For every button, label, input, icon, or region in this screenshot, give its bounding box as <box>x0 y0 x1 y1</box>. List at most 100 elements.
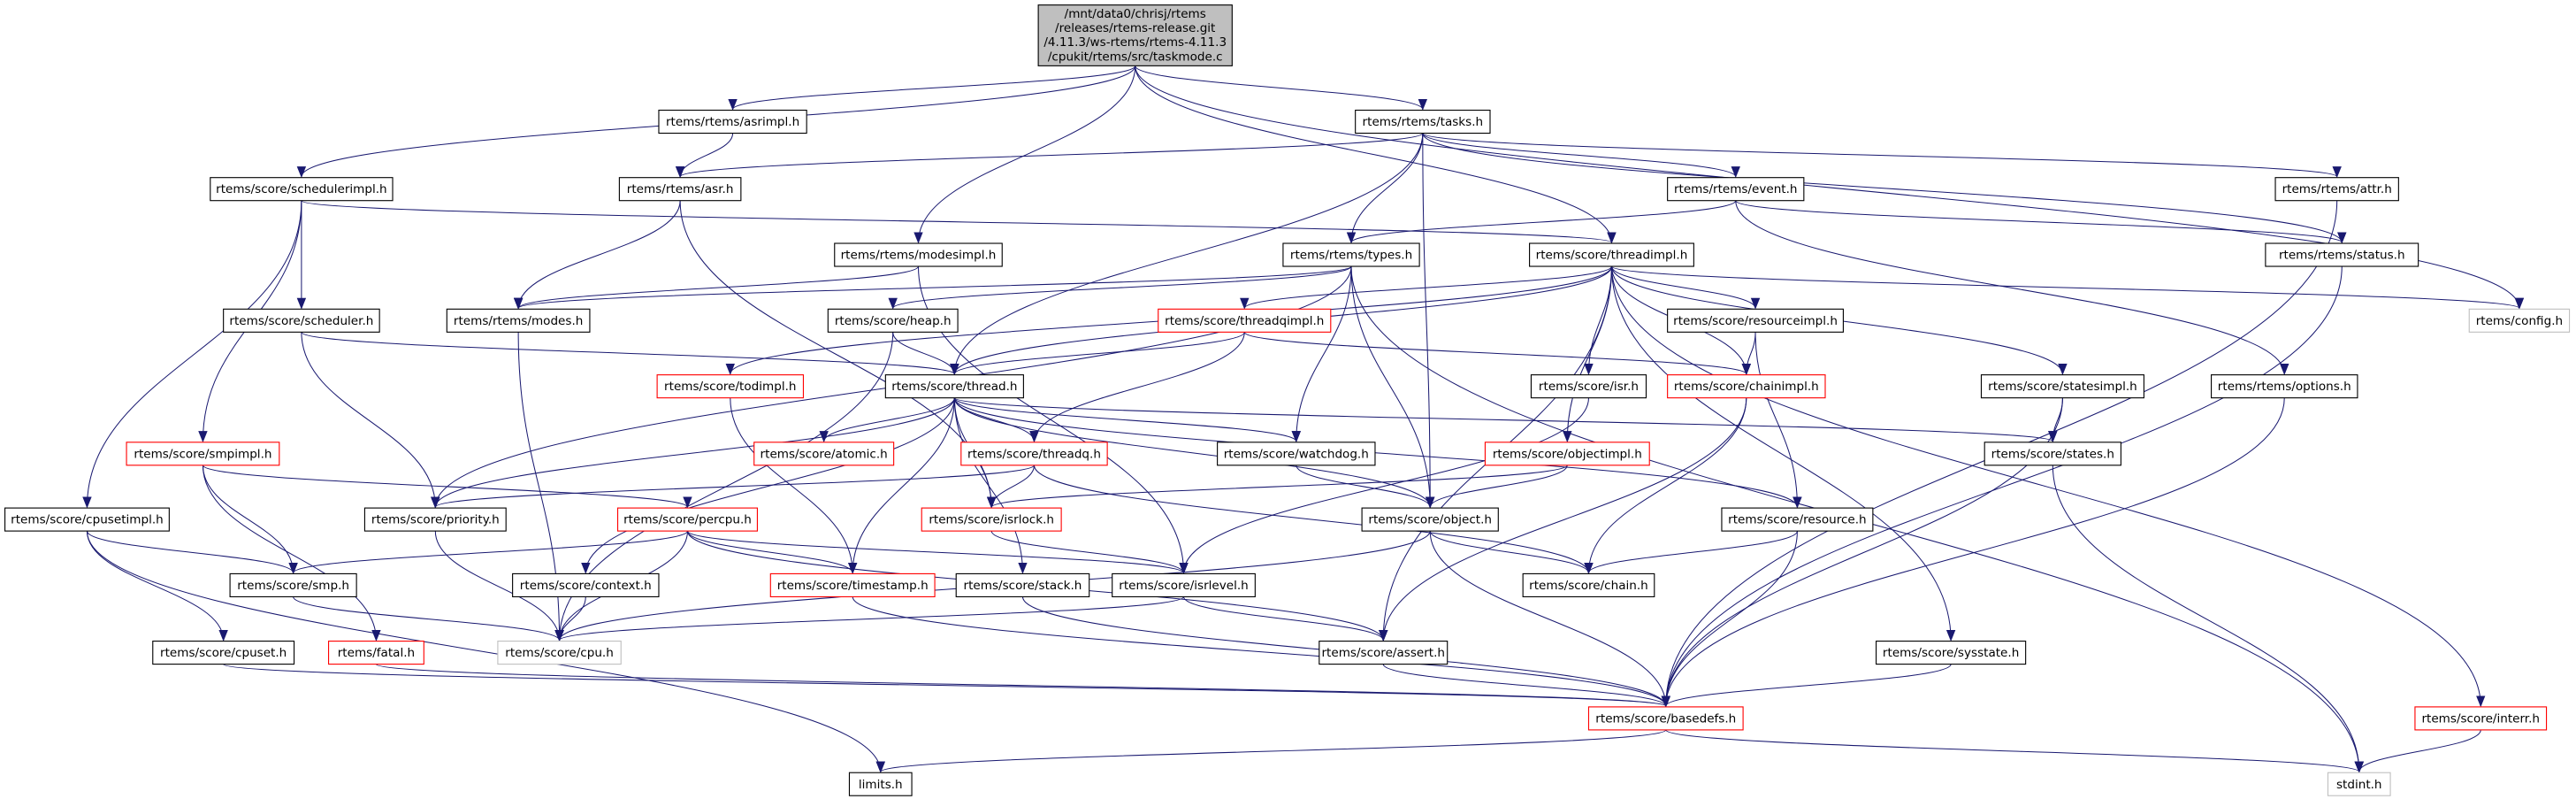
node-box[interactable] <box>229 572 357 597</box>
node-label[interactable]: rtems/score/objectimpl.h <box>1493 447 1642 461</box>
node-label[interactable]: rtems/score/threadqimpl.h <box>1165 314 1324 328</box>
node-box[interactable] <box>848 772 913 796</box>
node-label[interactable]: rtems/score/sysstate.h <box>1883 646 2019 660</box>
node-modes[interactable]: rtems/rtems/modes.h <box>446 308 591 333</box>
node-box[interactable] <box>2327 772 2391 796</box>
node-box[interactable] <box>1217 442 1376 466</box>
node-box[interactable] <box>658 109 807 134</box>
node-box[interactable] <box>2414 706 2548 731</box>
node-todimpl[interactable]: rtems/score/todimpl.h <box>656 374 805 399</box>
node-label[interactable]: rtems/rtems/tasks.h <box>1363 115 1484 129</box>
node-smpimpl[interactable]: rtems/score/smpimpl.h <box>126 442 280 466</box>
node-label[interactable]: rtems/score/smp.h <box>237 579 349 593</box>
node-label[interactable]: rtems/score/cpuset.h <box>160 646 287 660</box>
node-label[interactable]: rtems/score/resourceimpl.h <box>1673 314 1838 328</box>
node-resourceimpl[interactable]: rtems/score/resourceimpl.h <box>1667 308 1844 333</box>
node-box[interactable] <box>1980 374 2144 399</box>
node-box[interactable] <box>1282 242 1420 267</box>
node-box[interactable] <box>955 572 1090 597</box>
node-label[interactable]: rtems/score/isr.h <box>1539 380 1639 394</box>
node-box[interactable] <box>753 442 895 466</box>
node-box[interactable] <box>512 572 660 597</box>
node-isr[interactable]: rtems/score/isr.h <box>1530 374 1647 399</box>
node-label[interactable]: rtems/score/schedulerimpl.h <box>216 182 387 196</box>
node-box[interactable] <box>1667 374 1826 399</box>
node-objectimpl[interactable]: rtems/score/objectimpl.h <box>1484 442 1650 466</box>
node-label[interactable]: rtems/score/percpu.h <box>623 513 752 527</box>
node-box[interactable] <box>4 507 170 532</box>
node-threadimpl[interactable]: rtems/score/threadimpl.h <box>1529 242 1694 267</box>
node-cpusetimpl[interactable]: rtems/score/cpusetimpl.h <box>4 507 170 532</box>
node-box[interactable] <box>2274 177 2399 202</box>
node-percpu[interactable]: rtems/score/percpu.h <box>616 507 758 532</box>
node-box[interactable] <box>223 308 380 333</box>
node-modesimpl[interactable]: rtems/rtems/modesimpl.h <box>834 242 1003 267</box>
node-label[interactable]: rtems/rtems/modesimpl.h <box>841 249 997 263</box>
node-label[interactable]: rtems/score/object.h <box>1368 513 1492 527</box>
node-box[interactable] <box>1158 308 1332 333</box>
node-box[interactable] <box>2211 374 2358 399</box>
node-box[interactable] <box>921 507 1062 532</box>
node-interr[interactable]: rtems/score/interr.h <box>2414 706 2548 731</box>
node-box[interactable] <box>1355 109 1491 134</box>
node-label[interactable]: rtems/score/priority.h <box>371 513 500 527</box>
node-label[interactable]: rtems/score/cpusetimpl.h <box>11 513 164 527</box>
node-label[interactable]: rtems/score/chainimpl.h <box>1674 380 1819 394</box>
node-box[interactable] <box>1361 507 1499 532</box>
node-box[interactable] <box>2265 242 2419 267</box>
node-box[interactable] <box>884 374 1024 399</box>
node-box[interactable] <box>1667 177 1805 202</box>
node-heap[interactable]: rtems/score/heap.h <box>827 308 959 333</box>
node-threadqimpl[interactable]: rtems/score/threadqimpl.h <box>1158 308 1332 333</box>
node-box[interactable] <box>960 442 1108 466</box>
node-states[interactable]: rtems/score/states.h <box>1984 442 2121 466</box>
node-label[interactable]: stdint.h <box>2336 778 2382 792</box>
node-label[interactable]: limits.h <box>859 778 903 792</box>
node-label[interactable]: rtems/score/timestamp.h <box>777 579 929 593</box>
node-label[interactable]: rtems/score/threadq.h <box>967 447 1101 461</box>
node-box[interactable] <box>769 572 936 597</box>
node-tasks[interactable]: rtems/rtems/tasks.h <box>1355 109 1491 134</box>
node-label[interactable]: rtems/score/assert.h <box>1321 646 1445 660</box>
node-cpuset[interactable]: rtems/score/cpuset.h <box>152 641 295 665</box>
node-box[interactable] <box>1667 308 1844 333</box>
node-label[interactable]: rtems/score/cpu.h <box>505 646 614 660</box>
node-label[interactable]: rtems/score/watchdog.h <box>1224 447 1369 461</box>
node-label[interactable]: rtems/score/threadimpl.h <box>1536 249 1688 263</box>
node-chain[interactable]: rtems/score/chain.h <box>1522 572 1655 597</box>
node-context[interactable]: rtems/score/context.h <box>512 572 660 597</box>
node-status[interactable]: rtems/rtems/status.h <box>2265 242 2419 267</box>
node-label[interactable]: rtems/score/basedefs.h <box>1595 711 1736 726</box>
node-chainimpl[interactable]: rtems/score/chainimpl.h <box>1667 374 1826 399</box>
node-label[interactable]: rtems/score/stack.h <box>964 579 1082 593</box>
node-event[interactable]: rtems/rtems/event.h <box>1667 177 1805 202</box>
node-box[interactable] <box>1112 572 1256 597</box>
node-basedefs[interactable]: rtems/score/basedefs.h <box>1587 706 1744 731</box>
node-watchdog[interactable]: rtems/score/watchdog.h <box>1217 442 1376 466</box>
node-label[interactable]: rtems/score/thread.h <box>891 380 1017 394</box>
node-box[interactable] <box>1876 641 2027 665</box>
node-box[interactable] <box>618 177 742 202</box>
node-label[interactable]: rtems/score/chain.h <box>1529 579 1648 593</box>
node-label[interactable]: rtems/config.h <box>2476 314 2563 328</box>
node-object[interactable]: rtems/score/object.h <box>1361 507 1499 532</box>
node-stdint[interactable]: stdint.h <box>2327 772 2391 796</box>
node-box[interactable] <box>363 507 507 532</box>
node-box[interactable] <box>1484 442 1650 466</box>
node-sysstate[interactable]: rtems/score/sysstate.h <box>1876 641 2027 665</box>
node-asrimpl[interactable]: rtems/rtems/asrimpl.h <box>658 109 807 134</box>
node-label[interactable]: rtems/score/context.h <box>520 579 652 593</box>
node-box[interactable] <box>152 641 295 665</box>
node-label[interactable]: rtems/score/states.h <box>1991 447 2114 461</box>
node-box[interactable] <box>126 442 280 466</box>
node-label[interactable]: rtems/score/todimpl.h <box>664 380 796 394</box>
node-label[interactable]: rtems/score/scheduler.h <box>229 314 373 328</box>
node-isrlock[interactable]: rtems/score/isrlock.h <box>921 507 1062 532</box>
node-atomic[interactable]: rtems/score/atomic.h <box>753 442 895 466</box>
node-label[interactable]: rtems/fatal.h <box>338 646 415 660</box>
node-label[interactable]: rtems/rtems/asr.h <box>627 182 734 196</box>
node-box[interactable] <box>1721 507 1874 532</box>
node-box[interactable] <box>1587 706 1744 731</box>
node-stack[interactable]: rtems/score/stack.h <box>955 572 1090 597</box>
node-cpu[interactable]: rtems/score/cpu.h <box>497 641 622 665</box>
